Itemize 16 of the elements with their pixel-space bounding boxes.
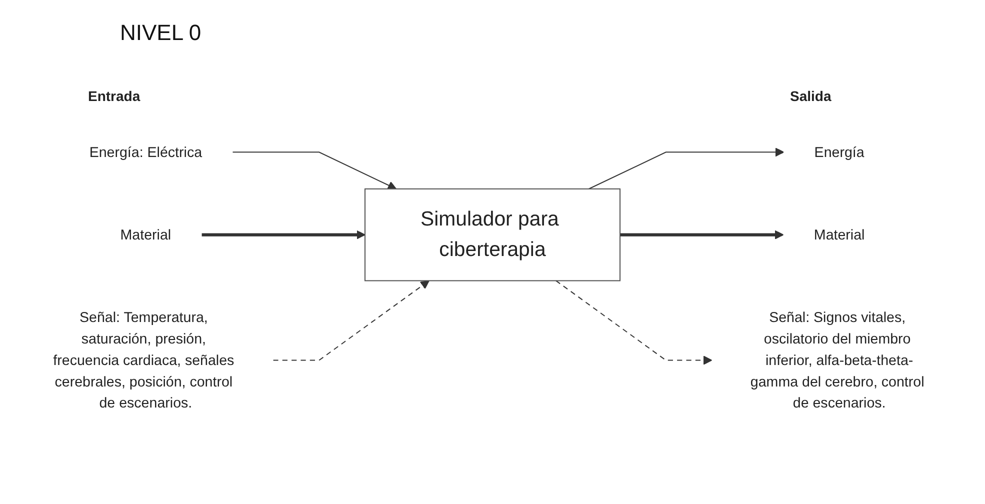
arrow [620,230,784,240]
column-heading: Salida [790,88,832,104]
node-text: Señal: Temperatura, saturación, presión, frecuencia cardiaca, señales cerebrales, posición, control de escenarios. [53,308,234,411]
node-text: Energía: Eléctrica [89,144,202,160]
node-box: Simulador para ciberterapia [364,188,621,282]
node-text: Material [814,226,865,242]
arrow [556,280,712,365]
arrow [273,280,430,361]
node-text: Material [120,226,172,242]
node-text: Energía [814,144,864,160]
diagram-title: NIVEL 0 [120,20,202,46]
arrow [232,152,397,190]
arrow [588,148,784,190]
arrow [202,230,366,240]
column-heading: Entrada [88,88,140,104]
node-text: Señal: Signos vitales, oscilatorio del miembro inferior, alfa-beta-theta-gamma del cerebro, control de escenarios. [750,308,924,411]
